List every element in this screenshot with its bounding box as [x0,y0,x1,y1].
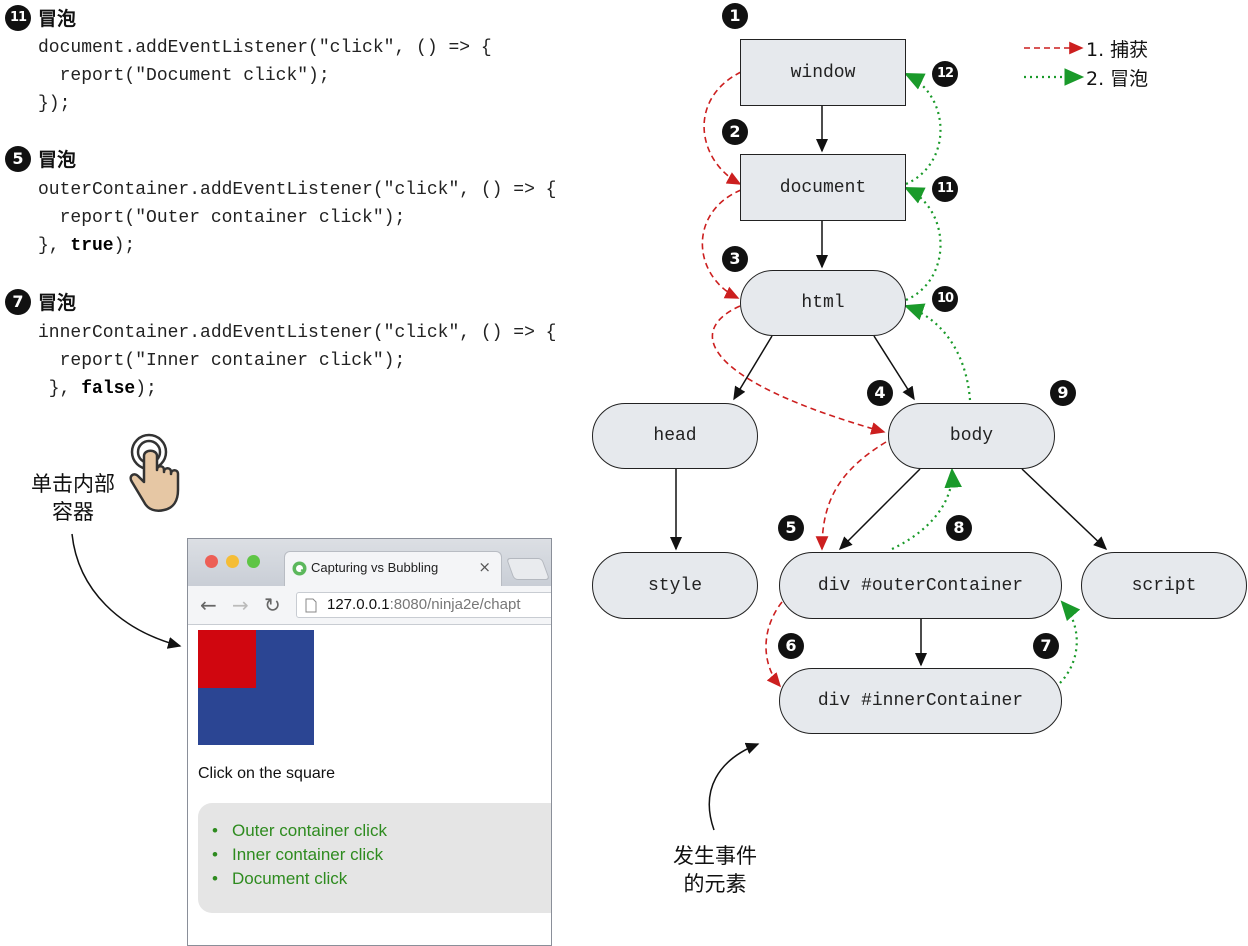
report-box: Outer container click Inner container cl… [198,803,551,913]
legend-capture: 1. 捕获 [1086,35,1148,62]
code-block-document: document.addEventListener("click", () =>… [38,34,492,118]
code-block-inner: innerContainer.addEventListener("click",… [38,319,556,403]
step-badge-5: 5 [5,146,31,172]
edge-html-head [733,335,773,401]
tab-close-icon[interactable]: × [478,558,491,576]
step-badge-11: 11 [932,176,958,202]
click-pointer-arrow [71,533,182,649]
reload-icon[interactable]: ↻ [264,593,281,617]
step-badge-7: 7 [5,289,31,315]
url-field[interactable]: 127.0.0.1:8080/ninja2e/chapt [296,592,551,618]
legend-bubble: 2. 冒泡 [1086,64,1148,91]
step-badge-6: 6 [778,633,804,659]
code-line: report("Document click"); [38,66,330,86]
bubble-path-document-window [904,73,942,186]
code-line: ); [113,236,136,256]
step-badge-7: 7 [1033,633,1059,659]
minimize-window-button[interactable] [226,555,239,568]
step-badge-2: 2 [722,119,748,145]
code-heading: 冒泡 [38,8,77,30]
code-block-outer: outerContainer.addEventListener("click",… [38,176,556,260]
code-line: report("Outer container click"); [38,208,406,228]
click-caption: 单击内部 容器 [20,470,126,526]
list-item: Outer container click [212,819,387,843]
code-line: }, [38,236,71,256]
bubble-path-inner-outer [1059,600,1081,684]
outer-container-square[interactable] [198,630,314,745]
node-inner-container: div #innerContainer [779,668,1062,734]
page-icon [305,598,317,613]
capture-path-html-body [711,305,886,435]
url-host: 127.0.0.1 [327,596,390,613]
node-script: script [1081,552,1247,619]
step-badge-9: 9 [1050,380,1076,406]
list-item: Document click [212,867,387,891]
tap-hand-icon [129,433,180,512]
caption-line: 的元素 [683,872,747,896]
qunit-favicon-icon [292,561,307,576]
node-html: html [740,270,906,336]
code-line: document.addEventListener("click", () =>… [38,38,492,58]
maximize-window-button[interactable] [247,555,260,568]
code-line: innerContainer.addEventListener("click",… [38,323,557,343]
step-badge-12: 12 [932,61,958,87]
code-line: ); [135,379,157,399]
capture-path-body-outer [815,441,887,551]
capture-path-window-document [703,71,742,185]
node-body: body [888,403,1055,469]
step-badge-3: 3 [722,246,748,272]
code-line: report("Inner container click"); [38,351,406,371]
forward-arrow-icon[interactable]: → [232,593,249,617]
code-line: }); [38,94,71,114]
legend-bubble-label: 2. 冒泡 [1086,68,1149,90]
step-badge-4: 4 [867,380,893,406]
caption-line: 发生事件 [673,844,757,868]
step-badge-5: 5 [778,515,804,541]
code-heading: 冒泡 [38,292,77,314]
tab-title: Capturing vs Bubbling [311,560,439,575]
edge-body-script [1021,468,1108,551]
code-heading: 冒泡 [38,149,77,171]
code-line: }, [38,379,82,399]
node-head: head [592,403,758,469]
node-outer-container: div #outerContainer [779,552,1062,619]
close-window-button[interactable] [205,555,218,568]
list-item: Inner container click [212,843,387,867]
node-window: window [740,39,906,106]
capture-path-document-html [701,189,742,299]
capture-path-outer-inner [765,601,783,688]
bubble-path-outer-body [891,467,962,550]
edge-html-body [873,335,915,401]
caption-line: 单击内部 [31,472,115,496]
browser-tab[interactable]: Capturing vs Bubbling × [284,551,502,586]
node-document: document [740,154,906,221]
caption-line: 容器 [52,500,94,524]
browser-window: Capturing vs Bubbling × ← → ↻ 127.0.0.1:… [187,538,552,946]
bubble-path-html-document [904,187,942,302]
instruction-text: Click on the square [198,765,335,782]
report-list: Outer container click Inner container cl… [212,819,387,891]
step-badge-10: 10 [932,286,958,312]
address-bar-row: ← → ↻ 127.0.0.1:8080/ninja2e/chapt [188,586,551,625]
edge-body-outer [838,468,921,551]
node-style: style [592,552,758,619]
code-line: outerContainer.addEventListener("click",… [38,180,557,200]
square-graphic [198,630,314,745]
target-caption: 发生事件 的元素 [650,842,780,898]
url-path: :8080/ninja2e/chapt [389,596,521,613]
step-badge-8: 8 [946,515,972,541]
bubble-path-body-html [903,303,972,401]
code-keyword: false [81,379,136,399]
browser-titlebar: Capturing vs Bubbling × [188,539,551,586]
step-badge-11: 11 [5,5,31,31]
legend-capture-label: 1. 捕获 [1086,39,1149,61]
target-pointer-arrow [708,742,760,831]
back-arrow-icon[interactable]: ← [200,593,217,617]
code-keyword: true [70,236,114,256]
step-badge-1: 1 [722,3,748,29]
